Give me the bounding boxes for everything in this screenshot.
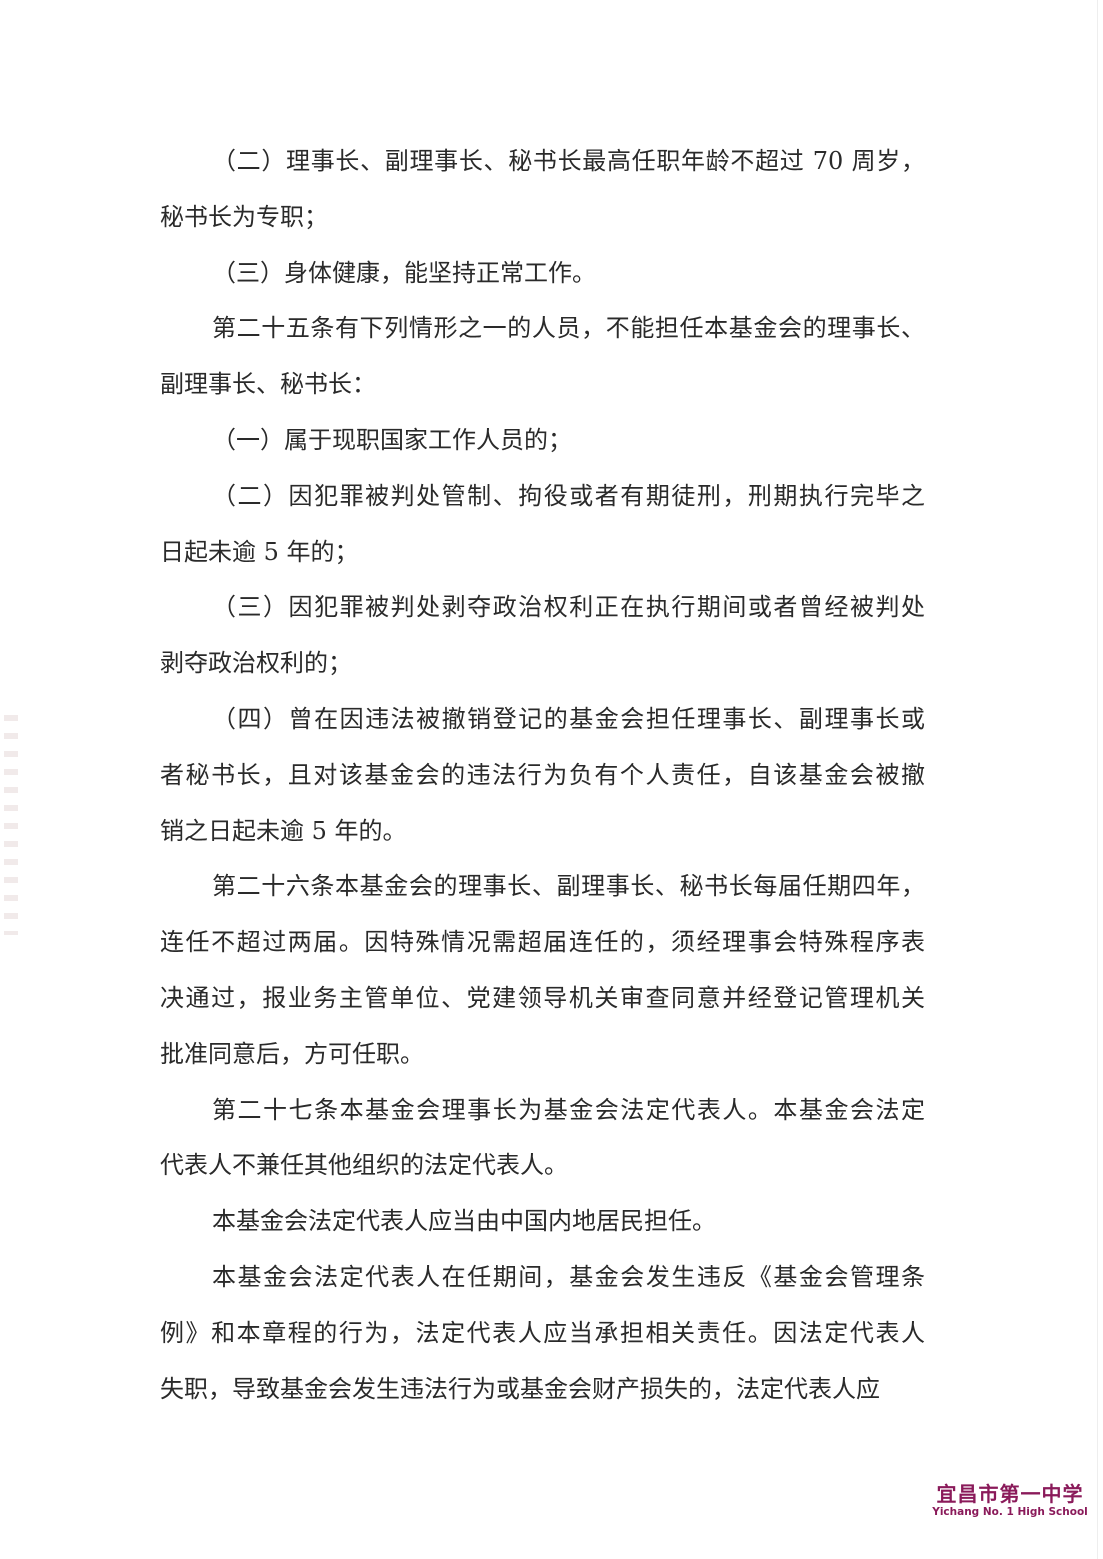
text-line: （一）属于现职国家工作人员的； — [212, 425, 572, 454]
paragraph: （一）属于现职国家工作人员的； — [160, 413, 925, 469]
text-line: 本基金会法定代表人应当由中国内地居民担任。 — [212, 1207, 716, 1236]
text-line: 者秘书长，且对该基金会的违法行为负有个人责任，自该基金会被撤 — [160, 760, 925, 789]
text-line: （二）因犯罪被判处管制、拘役或者有期徒刑，刑期执行完毕之 — [212, 481, 925, 510]
text-line: 决通过，报业务主管单位、党建领导机关审查同意并经登记管理机关 — [160, 983, 925, 1012]
text-line: 秘书长为专职； — [160, 202, 328, 231]
text-line: 第二十五条有下列情形之一的人员，不能担任本基金会的理事长、 — [212, 314, 925, 343]
text-line: 本基金会法定代表人在任期间，基金会发生违反《基金会管理条 — [212, 1262, 925, 1291]
text-line: 剥夺政治权利的； — [160, 649, 352, 678]
text-line: 日起未逾 5 年的； — [160, 537, 359, 566]
logo-english: Yichang No. 1 High School — [932, 1506, 1088, 1518]
paragraph: 第二十五条有下列情形之一的人员，不能担任本基金会的理事长、副理事长、秘书长： — [160, 301, 925, 413]
paragraph: （二）理事长、副理事长、秘书长最高任职年龄不超过 70 周岁， 秘书长为专职； — [160, 134, 925, 246]
text-line: 第二十六条本基金会的理事长、副理事长、秘书长每届任期四年， — [212, 872, 925, 901]
logo-chinese: 宜昌市第一中学 — [936, 1482, 1084, 1506]
text-line: 失职，导致基金会发生违法行为或基金会财产损失的，法定代表人应 — [160, 1374, 880, 1403]
text-line: （三）身体健康，能坚持正常工作。 — [212, 258, 596, 287]
page-edge — [1097, 0, 1098, 1559]
school-logo: 宜昌市第一中学 Yichang No. 1 High School — [925, 1482, 1095, 1518]
paragraph: 本基金会法定代表人在任期间，基金会发生违反《基金会管理条例》和本章程的行为，法定… — [160, 1250, 925, 1417]
paragraph: （三）身体健康，能坚持正常工作。 — [160, 246, 925, 302]
text-line: 代表人不兼任其他组织的法定代表人。 — [160, 1151, 568, 1180]
paragraph: 第二十六条本基金会的理事长、副理事长、秘书长每届任期四年， 连任不超过两届。因特殊… — [160, 859, 925, 1082]
paragraph: 第二十七条本基金会理事长为基金会法定代表人。本基金会法定代表人不兼任其他组织的法… — [160, 1083, 925, 1195]
text-line: （三）因犯罪被判处剥夺政治权利正在执行期间或者曾经被判处 — [212, 593, 925, 622]
paragraph: （四）曾在因违法被撤销登记的基金会担任理事长、副理事长或者秘书长，且对该基金会的… — [160, 692, 925, 859]
text-line: 第二十七条本基金会理事长为基金会法定代表人。本基金会法定 — [212, 1095, 925, 1124]
document-body: （二）理事长、副理事长、秘书长最高任职年龄不超过 70 周岁， 秘书长为专职； （三… — [160, 134, 925, 1417]
paragraph: （三）因犯罪被判处剥夺政治权利正在执行期间或者曾经被判处剥夺政治权利的； — [160, 580, 925, 692]
text-line: 例》和本章程的行为，法定代表人应当承担相关责任。因法定代表人 — [160, 1318, 925, 1347]
text-line: （四）曾在因违法被撤销登记的基金会担任理事长、副理事长或 — [212, 704, 925, 733]
text-line: 销之日起未逾 5 年的。 — [160, 816, 407, 845]
text-line: （二）理事长、副理事长、秘书长最高任职年龄不超过 70 周岁， — [212, 147, 925, 175]
text-line: 副理事长、秘书长： — [160, 370, 376, 399]
text-line: 连任不超过两届。因特殊情况需超届连任的，须经理事会特殊程序表 — [160, 928, 925, 957]
paragraph: （二）因犯罪被判处管制、拘役或者有期徒刑，刑期执行完毕之日起未逾 5 年的； — [160, 469, 925, 581]
paragraph: 本基金会法定代表人应当由中国内地居民担任。 — [160, 1194, 925, 1250]
scan-stain — [4, 715, 18, 935]
text-line: 批准同意后，方可任职。 — [160, 1039, 424, 1068]
